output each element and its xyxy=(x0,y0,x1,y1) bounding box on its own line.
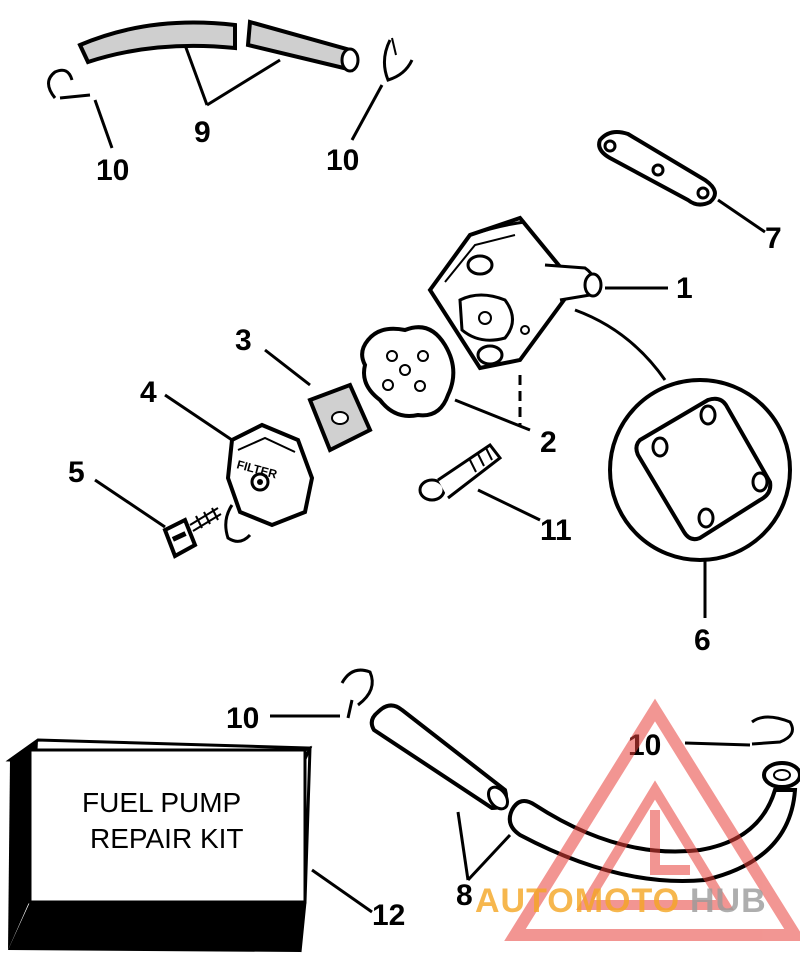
leader-10d xyxy=(684,741,751,747)
filter-screen xyxy=(307,382,373,453)
hose-lower-left xyxy=(369,703,510,811)
leader-4 xyxy=(164,393,233,442)
hose-lower-right xyxy=(507,761,800,884)
leader-10b xyxy=(350,84,384,141)
diaphragm xyxy=(360,325,456,418)
kit-label-line2: REPAIR KIT xyxy=(90,823,244,854)
leader-8 xyxy=(456,811,512,882)
cover-screw xyxy=(162,507,222,559)
callout-3: 3 xyxy=(235,324,252,357)
mounting-bolt xyxy=(418,442,503,502)
callout-7: 7 xyxy=(765,222,782,255)
leader-10a xyxy=(93,99,114,149)
leader-7 xyxy=(717,198,766,234)
callout-10c: 10 xyxy=(226,702,259,735)
leader-12 xyxy=(311,868,373,914)
detail-circle xyxy=(608,378,792,562)
leader-2 xyxy=(454,398,531,432)
detail-connector xyxy=(574,308,667,381)
kit-label-line1: FUEL PUMP xyxy=(82,787,241,818)
callout-4: 4 xyxy=(140,376,157,409)
clamp-bottom-right xyxy=(751,715,794,746)
callout-12: 12 xyxy=(372,899,405,932)
callout-5: 5 xyxy=(68,456,85,489)
hose-upper-right xyxy=(245,19,360,73)
callout-10a: 10 xyxy=(96,154,129,187)
leader-5 xyxy=(94,478,166,529)
fuel-pump-body xyxy=(427,215,603,371)
callout-10b: 10 xyxy=(326,144,359,177)
leader-9 xyxy=(183,44,281,107)
callout-1: 1 xyxy=(676,272,693,305)
callout-9: 9 xyxy=(194,116,211,149)
clamp-bottom-center xyxy=(340,668,374,719)
hose-upper-left xyxy=(77,20,237,65)
watermark-text-part1: AUTOMOTO xyxy=(475,882,680,920)
callout-11: 11 xyxy=(540,514,572,547)
callout-6: 6 xyxy=(694,624,711,657)
watermark-logo xyxy=(504,698,800,941)
filter-cover: FILTER xyxy=(224,422,315,543)
leader-3 xyxy=(264,348,311,387)
clamp-top-left xyxy=(47,68,91,100)
leader-11 xyxy=(477,488,541,522)
callout-8: 8 xyxy=(456,879,473,912)
watermark-text-part2: HUB xyxy=(690,882,767,920)
callout-2: 2 xyxy=(540,426,557,459)
repair-kit-box xyxy=(5,738,313,953)
clamp-top-right xyxy=(383,37,414,82)
gasket-plate xyxy=(597,130,717,207)
